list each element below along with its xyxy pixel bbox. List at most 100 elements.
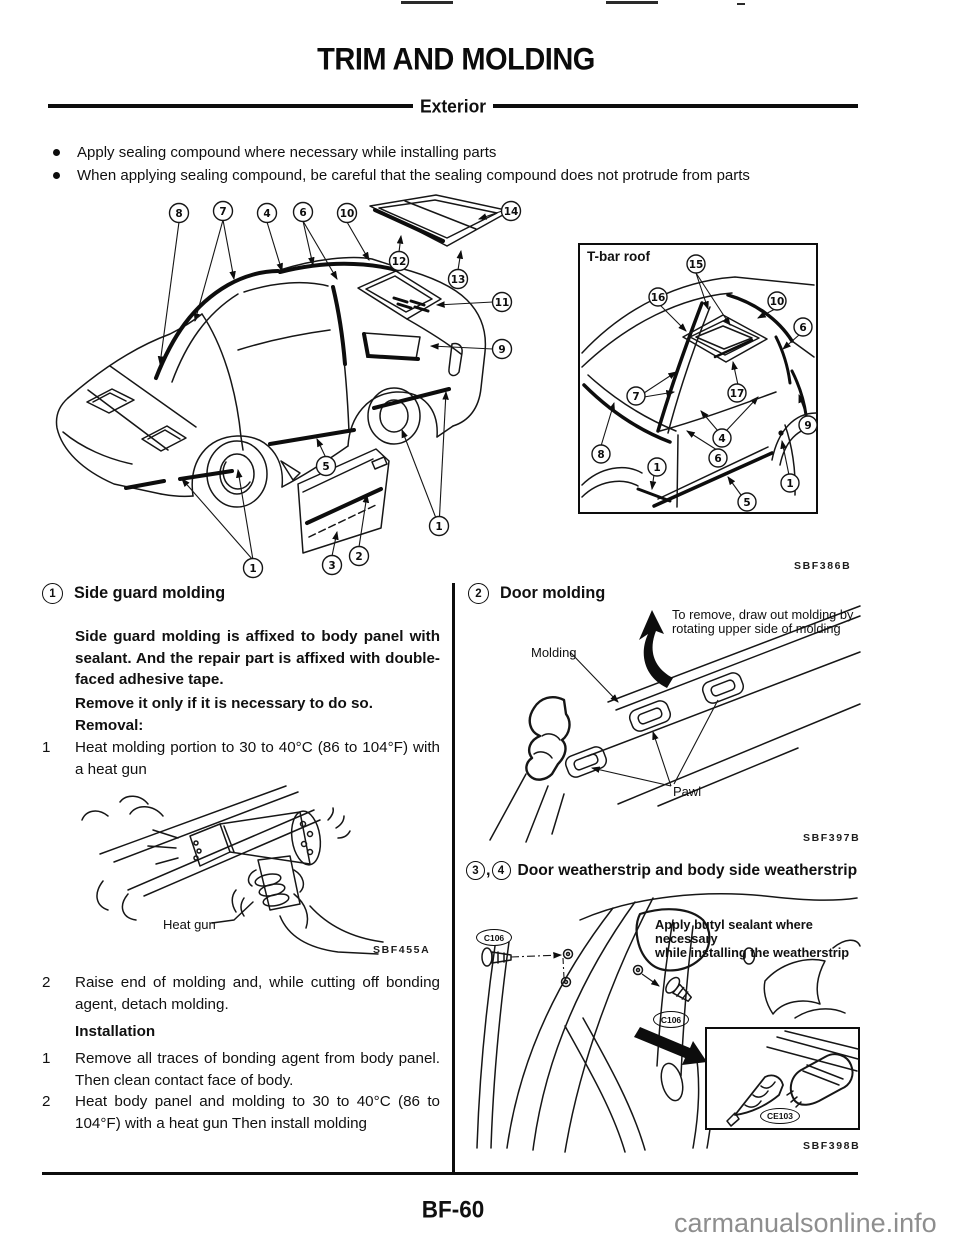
weatherstrip-illustration: [476, 893, 861, 1153]
installation-step-1-text: Remove all traces of bonding agent from …: [75, 1050, 440, 1089]
weatherstrip-note-line1: Apply butyl sealant where necessary: [655, 917, 813, 946]
callout-12: 12: [392, 256, 407, 268]
callout-11: 11: [495, 297, 510, 309]
callout-1: 1: [435, 521, 442, 533]
installation-step-2: 2 Heat body panel and molding to 30 to 4…: [42, 1091, 440, 1134]
door-molding-note-line2: rotating upper side of molding: [672, 620, 841, 636]
callout-9: 9: [804, 420, 811, 432]
scan-artifact-dash: [401, 1, 453, 4]
callout-3: 3: [328, 560, 335, 572]
side-guard-step-1-text: Heat molding portion to 30 to 40°C (86 t…: [75, 739, 440, 778]
weatherstrip-note: Apply butyl sealant where necessary whil…: [655, 918, 860, 959]
scan-artifact-dash: [606, 1, 658, 4]
callout-separator: ,: [486, 861, 491, 879]
callout-4: 4: [263, 208, 270, 220]
callout-10: 10: [770, 296, 785, 308]
callout-1: 1: [786, 478, 793, 490]
side-guard-bullet-3-text: Removal:: [75, 717, 144, 734]
weatherstrip-note-line2: while installing the weatherstrip: [655, 944, 850, 960]
installation-step-2-text: Heat body panel and molding to 30 to 40°…: [75, 1093, 440, 1132]
page-title: TRIM AND MOLDING: [317, 42, 595, 78]
side-guard-bullet-3: Removal:: [42, 715, 440, 737]
circled-3-icon: 3: [466, 861, 485, 880]
step-number: 2: [42, 1093, 51, 1110]
section-header: Exterior: [48, 94, 859, 118]
car-illustration: [55, 194, 511, 554]
callout-10: 10: [340, 208, 355, 220]
connector-c106-badge: C106: [653, 1011, 689, 1028]
side-guard-bullet-2: Remove it only if it is necessary to do …: [42, 693, 440, 715]
section-side-guard-molding: 1 Side guard molding: [42, 583, 225, 604]
door-molding-note: To remove, draw out molding by rotating …: [672, 608, 872, 636]
circled-1-icon: 1: [42, 583, 63, 604]
weatherstrip-inset-figure: [726, 1030, 859, 1127]
callout-13: 13: [451, 274, 466, 286]
bullet-icon: [42, 715, 75, 737]
section-door-molding: 2 Door molding: [468, 583, 605, 604]
section-rule-right: [493, 104, 859, 108]
callout-16: 16: [651, 292, 666, 304]
callout-6: 6: [299, 207, 306, 219]
callout-14: 14: [504, 206, 519, 218]
side-guard-step-2: 2 Raise end of molding and, while cuttin…: [42, 972, 440, 1015]
heat-gun-illustration: [81, 785, 384, 955]
callout-17: 17: [730, 388, 745, 400]
side-guard-heading: Side guard molding: [74, 583, 226, 603]
callout-leaders: [157, 210, 503, 561]
heat-gun-figure: [81, 785, 384, 955]
circled-4-icon: 4: [491, 861, 511, 880]
side-guard-bullet-1: Side guard molding is affixed to body pa…: [42, 626, 440, 691]
molding-label: Molding: [531, 645, 577, 660]
callout-15: 15: [689, 259, 704, 271]
figure-code-sbf397b: SBF397B: [803, 832, 861, 844]
intro-bullet-2-text: When applying sealing compound, be caref…: [77, 167, 750, 184]
weatherstrip-inset-illustration: [726, 1030, 859, 1127]
callout-7: 7: [632, 391, 639, 403]
door-molding-note-line1: To remove, draw out molding by: [672, 607, 854, 622]
watermark: carmanualsonline.info: [674, 1208, 937, 1238]
tbar-roof-label: T-bar roof: [587, 249, 650, 264]
side-guard-step-2-text: Raise end of molding and, while cutting …: [75, 974, 440, 1013]
side-guard-bullet-1-text: Side guard molding is affixed to body pa…: [75, 628, 440, 689]
installation-heading-item: Installation: [42, 1021, 440, 1043]
callout-8: 8: [597, 449, 604, 461]
callout-6: 6: [799, 322, 806, 334]
installation-heading-text: Installation: [75, 1023, 156, 1040]
circled-2-icon: 2: [468, 583, 489, 604]
bullet-icon: [42, 626, 75, 691]
bullet-icon: [53, 172, 60, 179]
pawl-label: Pawl: [673, 784, 702, 799]
callout-8: 8: [175, 208, 182, 220]
step-number: 2: [42, 974, 51, 991]
installation-step-1: 1 Remove all traces of bonding agent fro…: [42, 1048, 440, 1091]
connector-ce103-badge: CE103: [760, 1108, 800, 1124]
bullet-icon: [42, 1021, 75, 1043]
callout-7: 7: [219, 206, 226, 218]
page-number: BF-60: [421, 1196, 485, 1223]
footer-rule: [42, 1172, 858, 1176]
intro-bullet-2: When applying sealing compound, be caref…: [50, 166, 860, 186]
door-molding-illustration: [489, 605, 861, 843]
callout-5: 5: [322, 461, 329, 473]
side-guard-step-1: 1 Heat molding portion to 30 to 40°C (86…: [42, 737, 440, 780]
figure-code-sbf398b: SBF398B: [803, 1140, 861, 1152]
callout-4: 4: [718, 433, 725, 445]
section-weatherstrip: 3 , 4 Door weatherstrip and body side we…: [466, 861, 857, 880]
step-number: 1: [42, 1050, 51, 1067]
door-molding-heading: Door molding: [500, 583, 606, 603]
scan-artifact-dash: [737, 3, 745, 5]
column-divider: [452, 583, 455, 1174]
figure-code-sbf386b: SBF386B: [794, 560, 852, 572]
section-rule-left: [48, 104, 413, 108]
callout-6: 6: [714, 453, 721, 465]
section-label: Exterior: [419, 94, 487, 116]
callout-1: 1: [653, 462, 660, 474]
weatherstrip-heading: Door weatherstrip and body side weathers…: [517, 861, 858, 879]
tbar-roof-inset: T-bar roof: [578, 243, 818, 514]
main-car-diagram: 8 7 4 6 10 14 12 13 11 9 1 5 1 3 2: [55, 194, 522, 579]
side-guard-bullet-2-text: Remove it only if it is necessary to do …: [75, 695, 373, 712]
step-number: 1: [42, 739, 51, 756]
intro-bullet-1-text: Apply sealing compound where necessary w…: [77, 144, 497, 161]
figure-code-sbf455a: SBF455A: [373, 944, 431, 956]
